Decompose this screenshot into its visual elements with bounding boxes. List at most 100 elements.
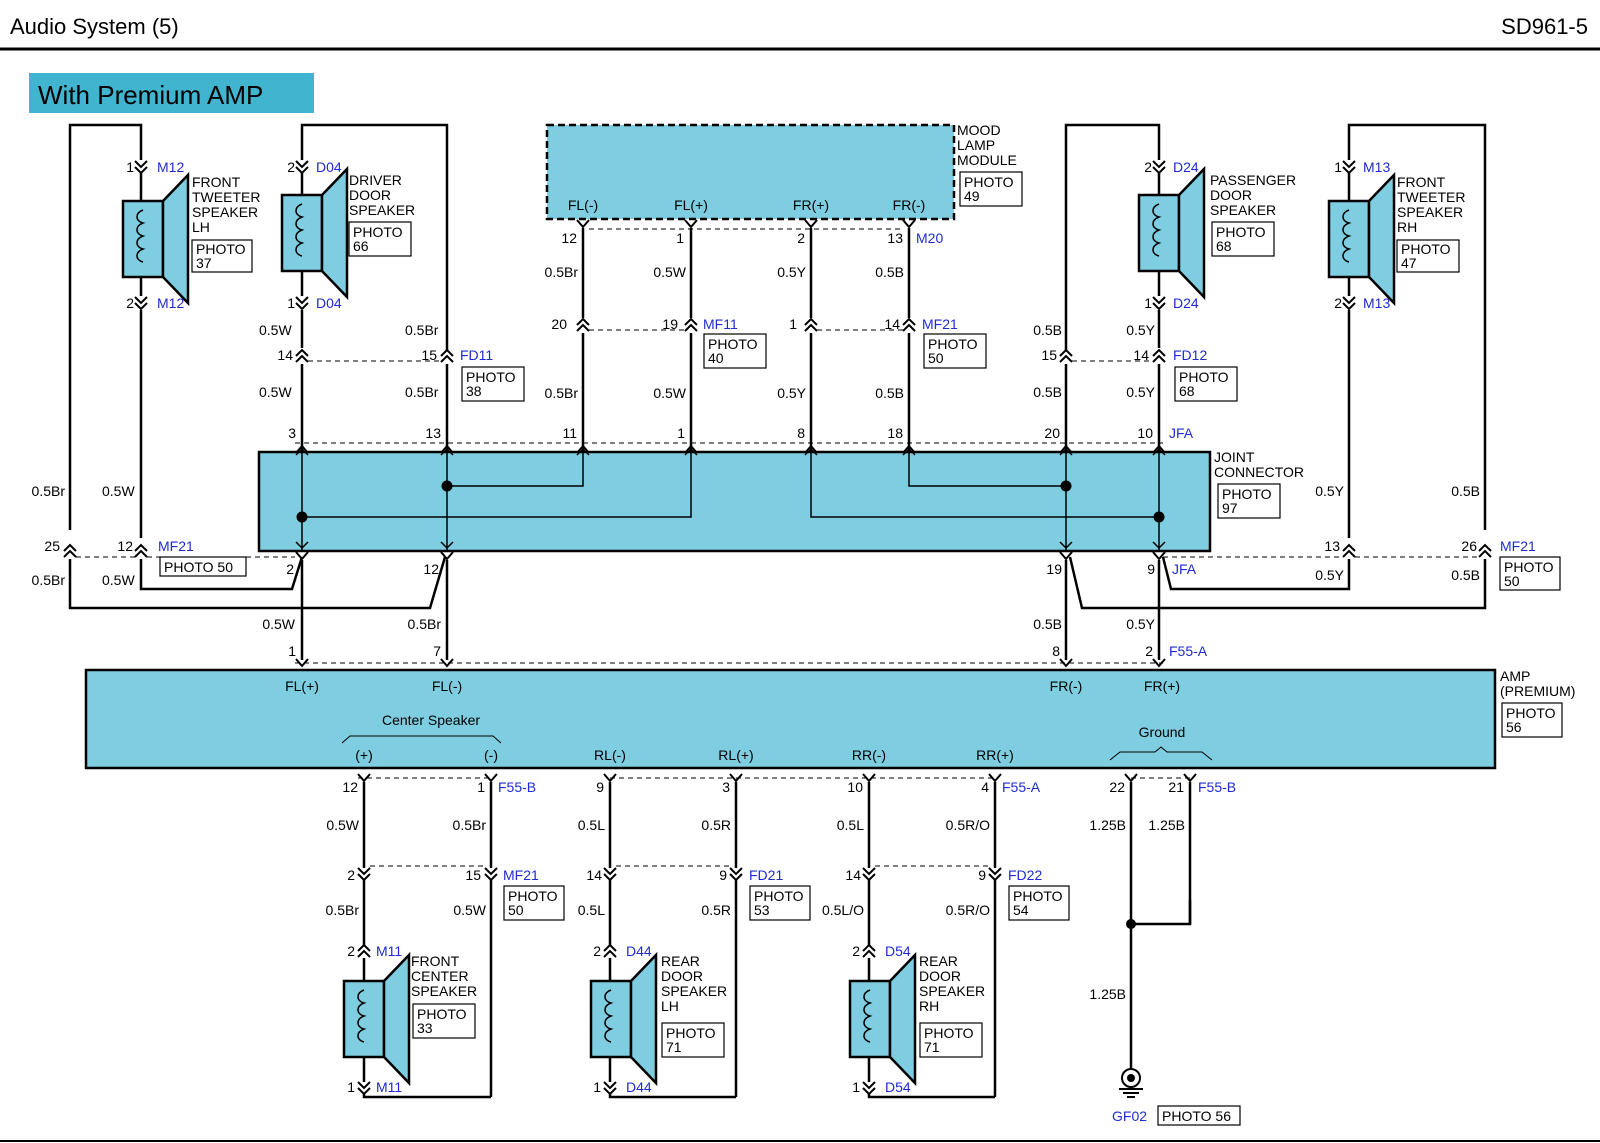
svg-text:0.5W: 0.5W [453, 902, 486, 918]
svg-text:D54: D54 [885, 943, 911, 959]
front-center-speaker: 2 M11 1 M11 FRONT CENTER SPEAKER PHOTO 3… [342, 943, 491, 1099]
svg-text:2: 2 [347, 867, 355, 883]
svg-text:0.5Y: 0.5Y [777, 385, 806, 401]
svg-text:7: 7 [433, 643, 441, 659]
svg-text:97: 97 [1222, 500, 1238, 516]
speaker-icon [848, 979, 892, 1059]
svg-text:21: 21 [1168, 779, 1184, 795]
svg-text:PHOTO: PHOTO [1506, 705, 1556, 721]
svg-text:PHOTO: PHOTO [353, 224, 403, 240]
svg-text:D44: D44 [626, 943, 652, 959]
svg-text:PHOTO: PHOTO [666, 1025, 716, 1041]
svg-text:12: 12 [342, 779, 358, 795]
svg-text:RR(+): RR(+) [976, 747, 1014, 763]
svg-text:SPEAKER: SPEAKER [661, 983, 727, 999]
svg-text:FD11: FD11 [460, 347, 493, 363]
svg-text:50: 50 [928, 350, 944, 366]
svg-text:DOOR: DOOR [919, 968, 961, 984]
tweeter-lh-label: FRONT TWEETER SPEAKER LH PHOTO 37 [191, 174, 260, 273]
svg-text:0.5B: 0.5B [1033, 616, 1062, 632]
svg-text:(-): (-) [484, 747, 498, 763]
svg-text:0.5W: 0.5W [262, 616, 295, 632]
svg-text:2: 2 [286, 561, 294, 577]
connector-mf11-mf21: 20 19 MF11 PHOTO 40 1 14 MF21 PHOTO 50 0… [545, 316, 987, 452]
svg-text:1: 1 [1334, 159, 1342, 175]
svg-text:11: 11 [562, 425, 577, 441]
front-tweeter-rh: 1 M13 2 M13 FRONT TWEETER SPEAKER RH PHO… [1327, 123, 1487, 538]
svg-text:1.25B: 1.25B [1089, 986, 1126, 1002]
svg-text:PHOTO: PHOTO [924, 1025, 974, 1041]
svg-text:0.5B: 0.5B [1033, 322, 1062, 338]
svg-text:9: 9 [1147, 561, 1155, 577]
svg-text:0.5Y: 0.5Y [1126, 616, 1155, 632]
svg-text:0.5L/O: 0.5L/O [822, 902, 864, 918]
svg-text:0.5B: 0.5B [875, 264, 904, 280]
svg-text:0.5Br: 0.5Br [326, 902, 360, 918]
svg-text:0.5L: 0.5L [578, 902, 605, 918]
joint-to-amp-wires: 0.5W 0.5Br 0.5B 0.5Y [262, 560, 1161, 660]
speaker-icon [280, 193, 324, 273]
svg-text:49: 49 [964, 188, 980, 204]
svg-text:4: 4 [981, 779, 989, 795]
svg-text:54: 54 [1013, 902, 1029, 918]
svg-text:FD22: FD22 [1008, 867, 1042, 883]
svg-text:0.5Br: 0.5Br [453, 817, 487, 833]
svg-text:0.5W: 0.5W [102, 483, 135, 499]
svg-text:0.5Y: 0.5Y [1126, 384, 1155, 400]
svg-text:2: 2 [1144, 159, 1152, 175]
svg-text:14: 14 [845, 867, 861, 883]
svg-text:13: 13 [425, 425, 441, 441]
svg-text:LH: LH [661, 998, 679, 1014]
passenger-door-label: PASSENGER DOOR SPEAKER PHOTO 68 [1210, 172, 1296, 257]
svg-text:SPEAKER: SPEAKER [192, 204, 258, 220]
svg-text:0.5Br: 0.5Br [545, 264, 579, 280]
driver-door-label: DRIVER DOOR SPEAKER PHOTO 66 [348, 172, 415, 257]
svg-text:D04: D04 [316, 159, 342, 175]
svg-text:SPEAKER: SPEAKER [1397, 204, 1463, 220]
svg-text:0.5R/O: 0.5R/O [946, 902, 990, 918]
svg-text:12: 12 [423, 561, 439, 577]
svg-text:1.25B: 1.25B [1148, 817, 1185, 833]
svg-text:8: 8 [797, 425, 805, 441]
svg-text:0.5W: 0.5W [259, 384, 292, 400]
svg-text:0.5R/O: 0.5R/O [946, 817, 990, 833]
connector-fd11: 14 15 FD11 PHOTO 38 0.5W 0.5Br [259, 347, 525, 452]
svg-text:GF02: GF02 [1112, 1108, 1147, 1124]
svg-text:PHOTO: PHOTO [1504, 559, 1554, 575]
svg-text:PHOTO: PHOTO [1013, 888, 1063, 904]
svg-text:0.5Br: 0.5Br [32, 572, 66, 588]
svg-text:1: 1 [593, 1079, 601, 1095]
svg-text:15: 15 [421, 347, 437, 363]
svg-text:FRONT: FRONT [1397, 174, 1446, 190]
svg-text:FL(-): FL(-) [432, 678, 462, 694]
svg-text:PHOTO: PHOTO [508, 888, 558, 904]
svg-text:15: 15 [465, 867, 481, 883]
tweeter-rh-label: FRONT TWEETER SPEAKER RH PHOTO 47 [1396, 174, 1465, 273]
svg-text:DOOR: DOOR [349, 187, 391, 203]
svg-text:56: 56 [1506, 719, 1522, 735]
svg-text:PHOTO 50: PHOTO 50 [164, 559, 233, 575]
svg-text:2: 2 [1145, 643, 1153, 659]
svg-text:PHOTO 56: PHOTO 56 [1162, 1108, 1231, 1124]
svg-text:1: 1 [789, 316, 797, 332]
svg-text:1: 1 [347, 1079, 355, 1095]
svg-text:25: 25 [44, 538, 60, 554]
svg-text:RH: RH [919, 998, 939, 1014]
svg-text:REAR: REAR [919, 953, 958, 969]
svg-text:1: 1 [677, 425, 685, 441]
svg-text:PHOTO: PHOTO [1401, 241, 1451, 257]
svg-text:33: 33 [417, 1020, 433, 1036]
svg-text:LH: LH [192, 219, 210, 235]
svg-text:M13: M13 [1363, 295, 1390, 311]
svg-text:(PREMIUM): (PREMIUM) [1500, 683, 1575, 699]
svg-text:LAMP: LAMP [957, 137, 995, 153]
svg-text:FR(-): FR(-) [1050, 678, 1083, 694]
svg-text:1: 1 [852, 1079, 860, 1095]
svg-text:68: 68 [1179, 383, 1195, 399]
svg-text:8: 8 [1052, 643, 1060, 659]
svg-text:JFA: JFA [1172, 561, 1197, 577]
svg-text:FR(+): FR(+) [1144, 678, 1180, 694]
svg-text:TWEETER: TWEETER [1397, 189, 1465, 205]
svg-text:MF21: MF21 [158, 538, 194, 554]
svg-text:10: 10 [1137, 425, 1153, 441]
